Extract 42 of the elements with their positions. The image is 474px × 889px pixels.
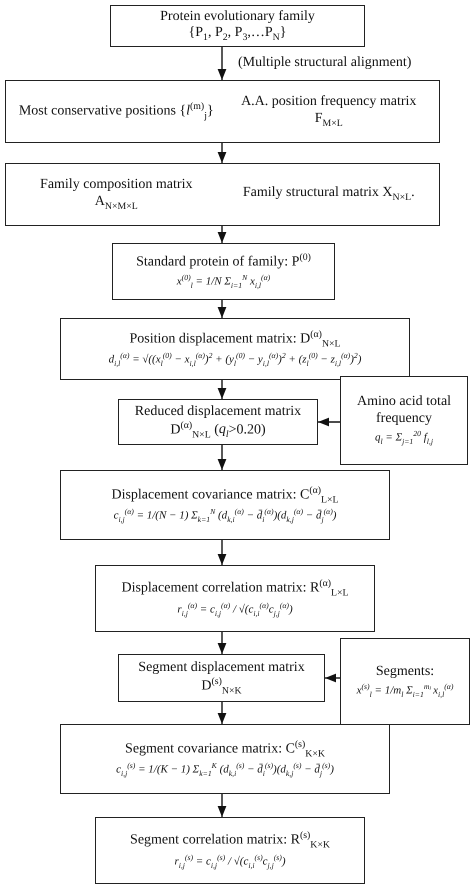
process-box	[5, 163, 440, 226]
process-box	[118, 654, 325, 702]
box-text: Segments:	[376, 664, 434, 680]
process-box	[5, 80, 440, 143]
arrow	[218, 540, 226, 565]
box-text: Reduced displacement matrix D$^{(α)}$$_{N×L}$ (q$_{l}$>0.20)	[134, 404, 302, 440]
formula: d$_{i,l}$$^{(α)}$ = √((x$_{l}$$^{(0)}$ − x$_{i,l}$$^{(α)}$)$^{2}$ + (y$_{l}$$^{(0)}$ − y$_{i,l}$$^{(α)}$)$^{2}$ + (z$_{l}$$^{(0)}$ − z$_{i,l}$$^{(α)}$)$^{2}$)	[108, 351, 362, 370]
process-box	[60, 318, 410, 380]
arrow	[218, 632, 226, 654]
arrow	[218, 794, 226, 817]
process-box	[112, 243, 335, 300]
process-box	[340, 638, 470, 725]
process-box	[95, 565, 375, 632]
process-box	[60, 724, 390, 794]
formula: r$_{i,j}$$^{(s)}$ = c$_{i,j}$$^{(s)}$ / √(c$_{i,i}$$^{(s)}$c$_{j,j}$$^{(s)}$)	[174, 852, 286, 871]
process-box	[60, 470, 390, 540]
arrow	[218, 47, 226, 80]
arrow	[325, 674, 340, 682]
box-text: Protein evolutionary family	[160, 8, 315, 26]
formula: c$_{i,j}$$^{(α)}$ = 1/(N − 1) Σ$_{k=1}$$^{N}$ (d$_{k,i}$$^{(α)}$ − d̄$_{i}$$^{(α)}$)(d$_{k,j}$$^{(α)}$ − d̄$_{j}$$^{(α)}$)	[114, 507, 336, 526]
formula: c$_{i,j}$$^{(s)}$ = 1/(K − 1) Σ$_{k=1}$$^{K}$ (d$_{k,i}$$^{(s)}$ − d̄$_{i}$$^{(s)}$)(d$_{k,j}$$^{(s)}$ − d̄$_{j}$$^{(s)}$)	[116, 761, 334, 780]
arrow	[218, 445, 226, 470]
arrow	[218, 143, 226, 163]
arrow	[218, 226, 226, 243]
box-text: Standard protein of family: P$^{(0)}$	[136, 252, 311, 271]
process-box	[110, 5, 365, 47]
arrow	[318, 418, 340, 426]
process-box	[118, 399, 318, 445]
formula: r$_{i,j}$$^{(α)}$ = c$_{i,j}$$^{(α)}$ / √(c$_{i,i}$$^{(α)}$c$_{j,j}$$^{(α)}$)	[177, 600, 293, 619]
process-box	[95, 817, 365, 884]
arrow	[218, 702, 226, 724]
box-text: Amino acid total frequency	[356, 394, 452, 427]
edge-label: (Multiple structural alignment)	[236, 54, 414, 70]
formula: q$_{l}$ = Σ$_{j=1}$$^{20}$ f$_{l,j}$	[375, 428, 433, 447]
box-text: Family composition matrix A$_{N×M×L}$	[39, 177, 194, 212]
box-text: A.A. position frequency matrix F$_{M×L}$	[240, 94, 418, 129]
box-text: Family structural matrix X$_{N×L}$.	[242, 185, 416, 204]
arrow	[218, 300, 226, 318]
process-box	[340, 376, 468, 465]
box-text: {P$_{1}$, P$_{2}$, P$_{3}$,…P$_{N}$}	[188, 25, 286, 44]
box-text: Most conservative positions {l$^{(m)}$$_{j}$}	[18, 101, 214, 122]
arrow	[218, 380, 226, 399]
